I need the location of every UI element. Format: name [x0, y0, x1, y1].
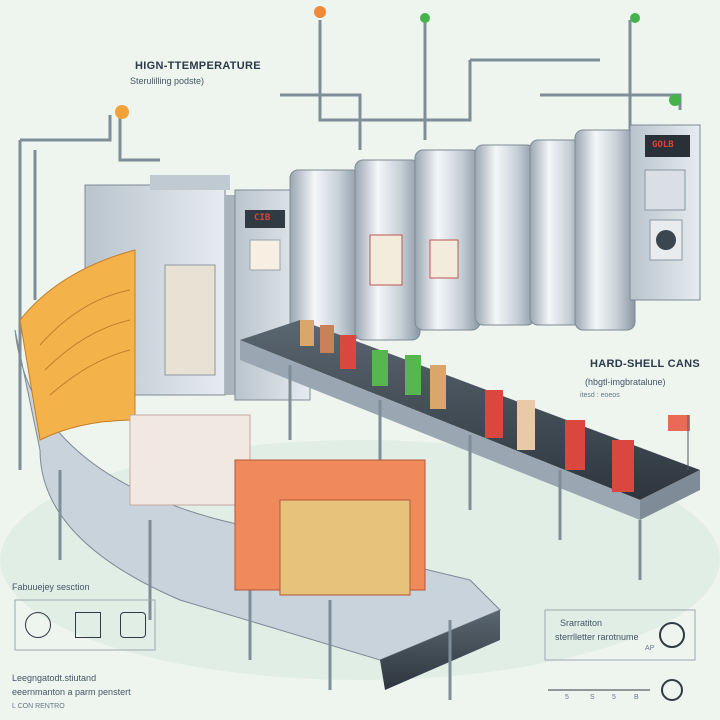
indicator-light-green-3 — [669, 94, 681, 106]
label-hard-shell-sub: (hbgtl-imgbratalune) — [585, 377, 666, 387]
legend-line-3: L CON RENTRO — [12, 703, 65, 710]
scale-label-4: B — [634, 694, 639, 701]
can-icon — [120, 612, 146, 638]
gear-icon — [659, 622, 685, 648]
cans — [300, 320, 690, 492]
panel-display-left: CIB — [254, 213, 271, 223]
overhead-pipes — [18, 20, 682, 470]
indicator-light-green-1 — [420, 13, 430, 23]
cartons — [19, 249, 426, 596]
machine-icon — [25, 612, 51, 638]
scale-label-2: S — [590, 694, 595, 701]
legend-line-1: Leegngatodt.stiutand — [12, 673, 97, 683]
panel-display-right: GOLB — [652, 140, 674, 150]
scale-label-1: 5 — [565, 694, 569, 701]
label-high-temperature-sub: Sterulilling podste) — [130, 76, 205, 86]
label-sterilization: Srarratiton — [560, 618, 603, 628]
grid-icon — [75, 612, 101, 638]
label-hard-shell-note: itesd : eoeos — [580, 392, 620, 399]
tank-row — [289, 129, 636, 341]
label-high-temperature: HIGN-TTEMPERATURE — [135, 60, 261, 72]
label-sterilization-ap: AP — [645, 645, 655, 652]
label-industry-section: Fabuuejey sesction — [12, 582, 90, 592]
label-hard-shell-cans: HARD-SHELL CANS — [590, 358, 701, 370]
label-sterilization-sub: sterrlletter rarotnume — [555, 632, 639, 642]
steam-icon — [661, 679, 683, 701]
valve-orange — [115, 105, 129, 119]
sterilization-legend-frame — [544, 609, 696, 661]
legend-line-2: eeernmanton a parm penstert — [12, 687, 131, 697]
control-cabinet — [629, 124, 701, 301]
scale-label-3: 5 — [612, 694, 616, 701]
indicator-light-top — [314, 6, 326, 18]
legend-icons-frame — [14, 599, 156, 651]
indicator-light-green-2 — [630, 13, 640, 23]
